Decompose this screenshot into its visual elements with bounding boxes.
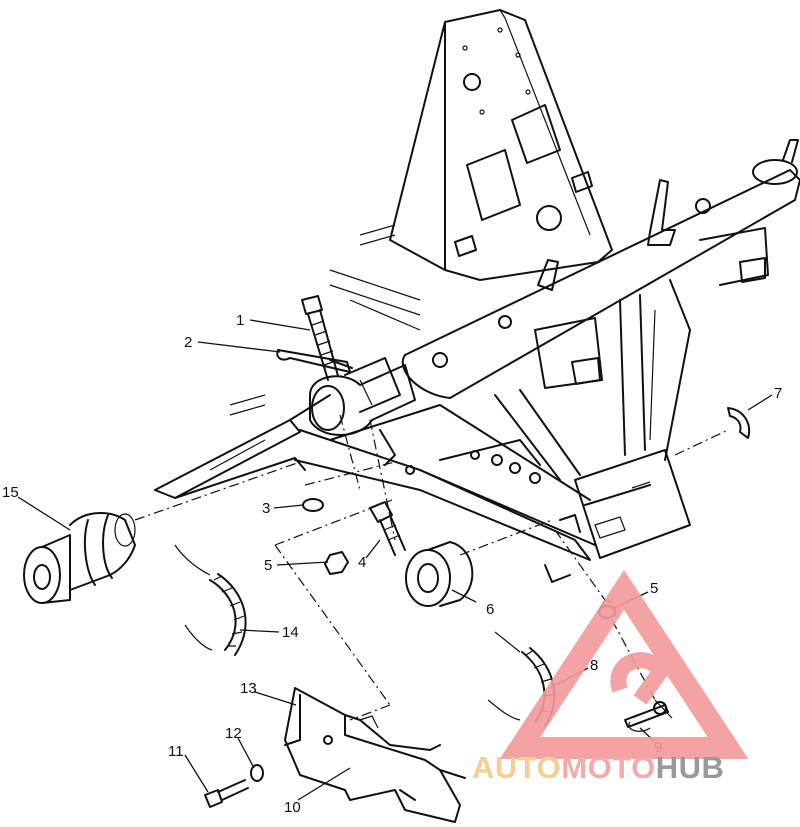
pin-part-2 xyxy=(276,349,353,373)
callout-12: 12 xyxy=(225,725,242,742)
bolt-part-1 xyxy=(301,295,339,381)
clip-part-7 xyxy=(727,407,750,439)
callout-11: 11 xyxy=(168,743,184,760)
watermark-hub: HUB xyxy=(656,750,725,785)
frame-assembly xyxy=(329,9,800,559)
watermark-triangle xyxy=(499,569,749,759)
callout-15: 15 xyxy=(2,484,19,501)
callout-7: 7 xyxy=(774,385,782,402)
callout-3: 3 xyxy=(262,500,270,517)
watermark-moto: MOTO xyxy=(561,750,655,785)
callout-5-right: 5 xyxy=(650,580,658,597)
callout-5-left: 5 xyxy=(264,557,272,574)
nut-part-5-left xyxy=(324,551,349,575)
bolt-part-11 xyxy=(204,779,249,808)
spool-part-15 xyxy=(23,512,136,604)
pin-part-9 xyxy=(624,699,673,732)
callout-2: 2 xyxy=(184,334,192,351)
callout-13: 13 xyxy=(240,680,257,697)
callout-14: 14 xyxy=(282,624,299,641)
callout-8: 8 xyxy=(590,657,598,674)
callout-10: 10 xyxy=(284,799,301,816)
callout-4: 4 xyxy=(358,554,366,571)
watermark-logo: AUTOMOTOHUB xyxy=(472,569,749,785)
assembly-lines xyxy=(134,414,729,721)
bolt-part-4 xyxy=(369,501,406,556)
svg-text:AUTOMOTOHUB: AUTOMOTOHUB xyxy=(472,750,724,785)
roller-part-6 xyxy=(405,541,474,607)
watermark-auto: AUTO xyxy=(472,750,561,785)
callout-1: 1 xyxy=(236,312,244,329)
washer-part-3 xyxy=(302,498,324,512)
callout-6: 6 xyxy=(486,601,494,618)
bracket-part-10-13 xyxy=(284,687,466,823)
chain-part-14 xyxy=(174,544,247,656)
swing-arm xyxy=(154,357,596,583)
leader-lines xyxy=(17,319,773,801)
washer-part-12 xyxy=(250,764,264,782)
